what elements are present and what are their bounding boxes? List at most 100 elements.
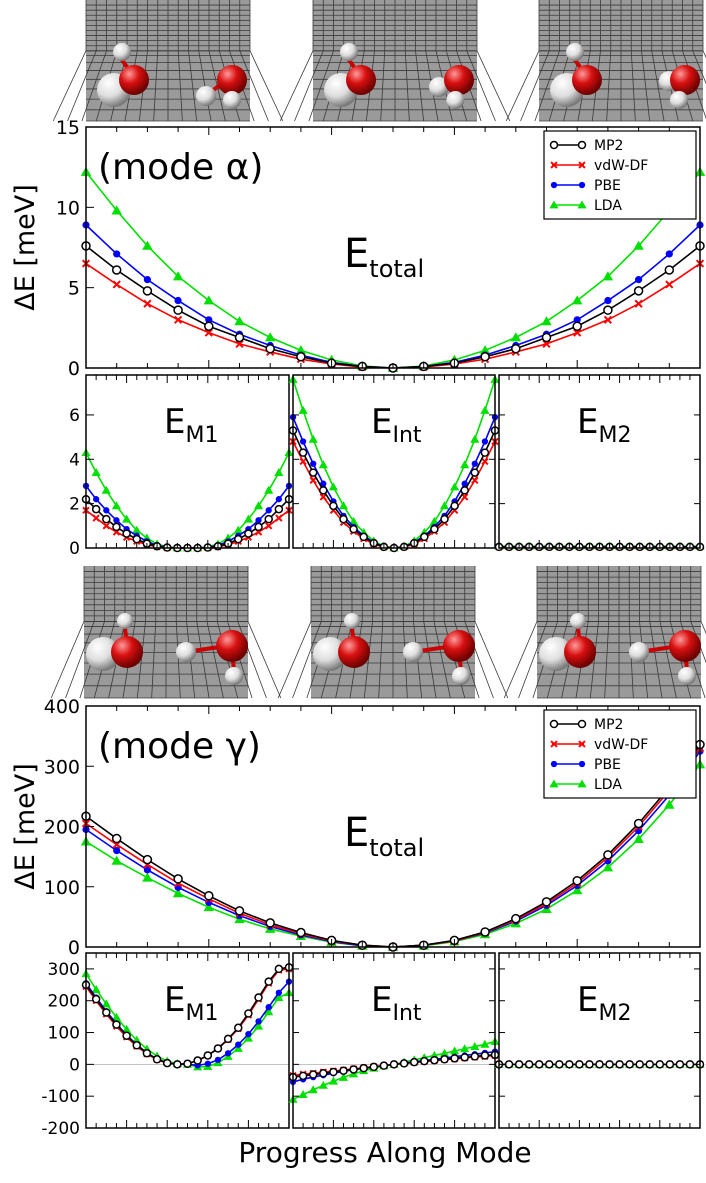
data-point (329, 501, 338, 511)
data-point (203, 1051, 213, 1060)
legend-label: LDA (594, 198, 622, 214)
data-point (439, 501, 450, 510)
data-point (103, 507, 110, 514)
hydrogen-atom (86, 637, 120, 671)
data-point (308, 1085, 318, 1094)
data-point (111, 205, 122, 215)
data-point (244, 1009, 253, 1018)
data-point (113, 250, 121, 258)
molecule-image (279, 0, 511, 122)
data-point (203, 295, 214, 305)
data-point (319, 493, 327, 501)
data-point (565, 1060, 574, 1069)
y-tick-label: 100 (48, 1024, 80, 1044)
hydrogen-atom (452, 667, 470, 685)
data-point (173, 315, 183, 324)
energy-label-sub: total (369, 834, 424, 862)
data-point (470, 1041, 480, 1050)
data-point (511, 343, 521, 354)
data-point (409, 1057, 419, 1067)
data-point (480, 352, 490, 362)
energy-label-main: E (371, 980, 392, 1020)
data-point (102, 1008, 111, 1017)
data-point (122, 1024, 132, 1033)
data-point (511, 913, 521, 924)
data-point (204, 321, 214, 331)
hydrogen-atom (223, 91, 241, 109)
data-point (111, 1012, 121, 1021)
energy-label-main: E (344, 810, 369, 856)
energy-label: EInt (371, 980, 422, 1026)
energy-label: Etotal (344, 810, 424, 862)
y-tick-label: 300 (44, 756, 80, 778)
hydrogen-atom (446, 91, 465, 109)
energy-label-main: E (577, 980, 598, 1020)
data-point (359, 532, 368, 542)
energy-label: EM2 (577, 402, 631, 448)
data-point (234, 332, 245, 343)
data-point (461, 480, 468, 487)
y-tick-label: 15 (56, 117, 80, 139)
data-point (299, 438, 307, 445)
plot-frame (498, 374, 701, 549)
hydrogen-atom (678, 667, 696, 685)
energy-label: EM1 (164, 980, 218, 1026)
data-point (143, 276, 151, 284)
data-point (665, 1060, 675, 1069)
data-point (541, 316, 552, 326)
plot-frame (498, 952, 701, 1129)
hydrogen-atom (566, 43, 584, 61)
data-point (634, 299, 643, 308)
data-point (113, 517, 120, 524)
legend-entry-MP2: MP2 (549, 717, 623, 733)
data-point (504, 1060, 514, 1069)
data-point (193, 1056, 202, 1065)
series-line (85, 485, 290, 549)
y-tick-label: 4 (69, 450, 80, 470)
data-point (603, 850, 613, 860)
oxygen-atom (444, 65, 474, 95)
data-point (264, 1007, 274, 1016)
energy-label: EM2 (577, 980, 631, 1026)
data-point (91, 985, 101, 994)
data-point (245, 1030, 252, 1038)
chart-panel-alpha-int: EInt (288, 374, 500, 553)
data-point (481, 457, 489, 466)
hydrogen-atom (403, 642, 423, 662)
hydrogen-atom (176, 642, 196, 662)
data-point (481, 438, 489, 445)
data-point (234, 534, 243, 544)
data-point (173, 1060, 182, 1069)
y-tick-label: 10 (56, 197, 80, 219)
data-point (635, 1060, 644, 1069)
energy-label-sub: Int (392, 423, 421, 448)
data-point (265, 507, 272, 514)
legend-entry-PBE: PBE (550, 178, 621, 194)
data-point (545, 1060, 554, 1069)
data-point (319, 486, 328, 495)
data-point (274, 468, 284, 477)
data-point (602, 862, 614, 872)
data-point (399, 1059, 409, 1068)
data-point (183, 1059, 192, 1068)
data-point (143, 866, 151, 874)
data-point (223, 1034, 233, 1044)
y-tick-label: 0 (68, 937, 80, 959)
y-axis-label: ΔE [meV] (10, 763, 41, 890)
data-point (479, 345, 491, 355)
data-point (572, 321, 582, 331)
series-PBE (82, 482, 293, 552)
data-point (430, 524, 439, 534)
hydrogen-atom (629, 642, 649, 662)
data-point (308, 468, 318, 477)
series-line (85, 224, 701, 369)
data-point (470, 468, 480, 477)
data-point (173, 874, 183, 884)
data-point (142, 240, 153, 250)
data-point (234, 316, 245, 326)
y-tick-label: 0 (69, 539, 80, 559)
data-point (255, 517, 262, 524)
data-point (112, 522, 121, 532)
